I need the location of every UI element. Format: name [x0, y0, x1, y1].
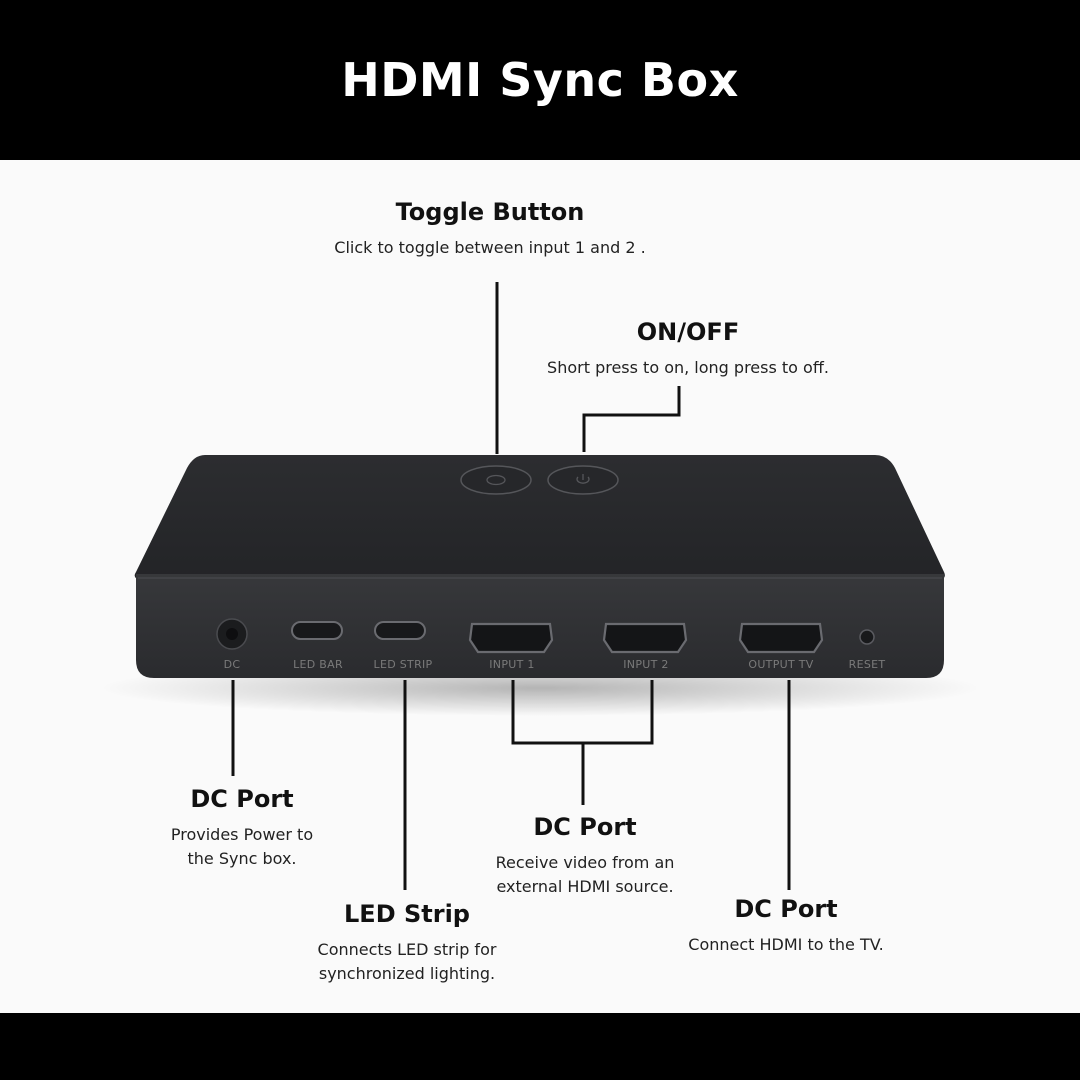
output-tv-port[interactable] — [738, 622, 824, 654]
input2-port[interactable] — [602, 622, 688, 654]
callout-output: DC Port Connect HDMI to the TV. — [636, 895, 936, 957]
device-top-face — [134, 455, 945, 580]
port-label-output-tv: OUTPUT TV — [748, 658, 813, 671]
callout-onoff-title: ON/OFF — [636, 318, 740, 346]
page-title: HDMI Sync Box — [341, 53, 739, 107]
callout-ledstrip-desc-line1: Connects LED strip for — [317, 940, 497, 959]
callout-input-title: DC Port — [533, 813, 637, 841]
callout-ledstrip: LED Strip Connects LED strip for synchro… — [262, 900, 552, 986]
dc-port[interactable] — [216, 618, 248, 650]
power-icon — [576, 476, 590, 484]
led-bar-port[interactable] — [291, 621, 343, 640]
footer-bar — [0, 1013, 1080, 1080]
callout-toggle-desc: Click to toggle between input 1 and 2 . — [334, 238, 646, 257]
port-label-reset: RESET — [849, 658, 886, 671]
port-label-input2: INPUT 2 — [623, 658, 668, 671]
callout-input: DC Port Receive video from an external H… — [440, 813, 730, 899]
callout-toggle: Toggle Button Click to toggle between in… — [290, 198, 690, 260]
callout-dc-desc-line2: the Sync box. — [187, 849, 297, 868]
port-label-led-bar: LED BAR — [293, 658, 343, 671]
led-strip-port[interactable] — [374, 621, 426, 640]
callout-dc-desc-line1: Provides Power to — [170, 825, 314, 844]
input1-port[interactable] — [468, 622, 554, 654]
port-label-input1: INPUT 1 — [489, 658, 534, 671]
power-button[interactable] — [547, 465, 619, 495]
callout-ledstrip-title: LED Strip — [344, 900, 470, 928]
port-label-dc: DC — [224, 658, 241, 671]
onoff-callout-line — [582, 386, 681, 452]
toggle-button[interactable] — [460, 465, 532, 495]
callout-lines — [231, 282, 791, 890]
callout-output-title: DC Port — [734, 895, 838, 923]
callout-onoff-desc: Short press to on, long press to off. — [547, 358, 829, 377]
callout-output-desc: Connect HDMI to the TV. — [688, 935, 884, 954]
toggle-icon — [486, 474, 506, 486]
callout-input-desc-line1: Receive video from an — [495, 853, 675, 872]
header-bar: HDMI Sync Box — [0, 0, 1080, 160]
callout-onoff: ON/OFF Short press to on, long press to … — [488, 318, 888, 380]
port-label-led-strip: LED STRIP — [374, 658, 433, 671]
callout-ledstrip-desc-line2: synchronized lighting. — [318, 964, 496, 983]
callout-dc: DC Port Provides Power to the Sync box. — [102, 785, 382, 871]
callout-toggle-title: Toggle Button — [395, 198, 585, 226]
reset-button[interactable] — [859, 629, 875, 645]
callout-input-desc-line2: external HDMI source. — [496, 877, 674, 896]
callout-dc-title: DC Port — [190, 785, 294, 813]
